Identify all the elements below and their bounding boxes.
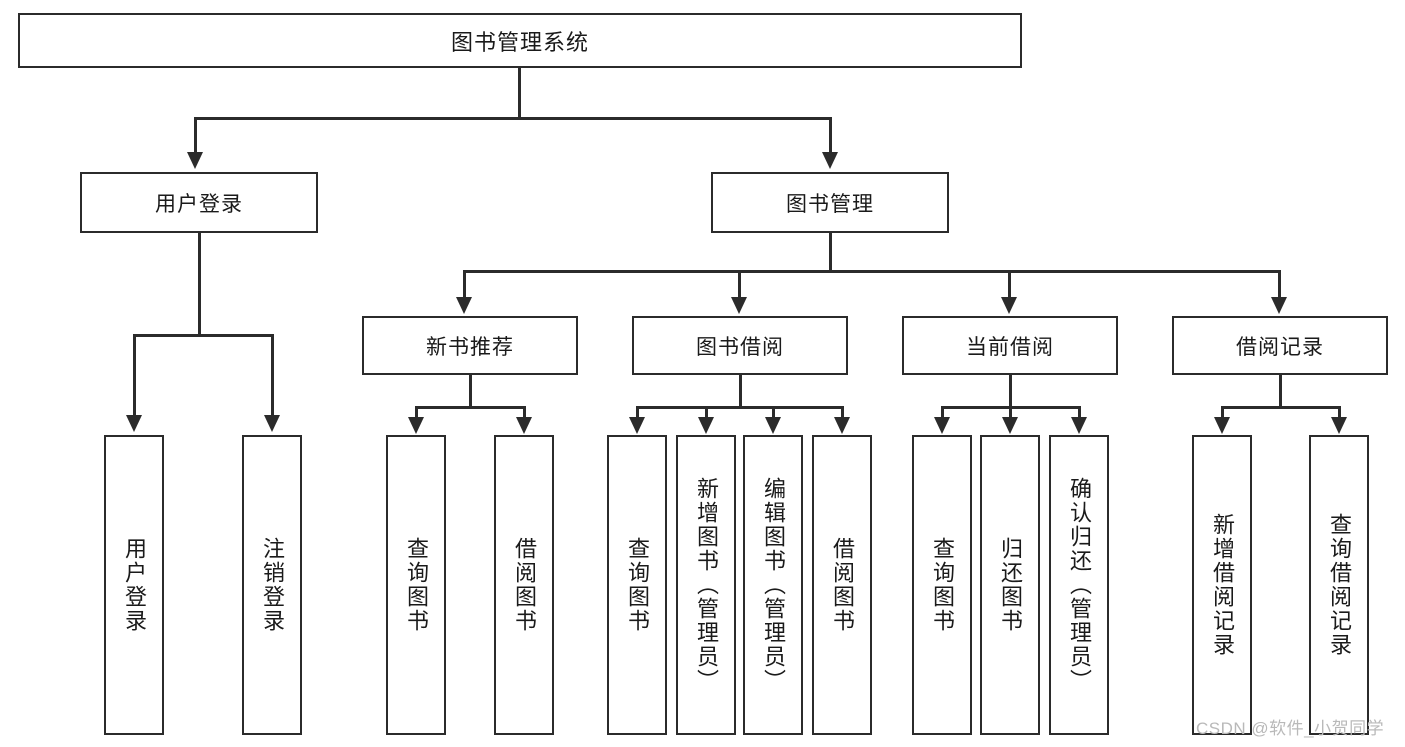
edge-book-borrow-down <box>739 375 742 408</box>
csdn-watermark: CSDN @软件_小贺同学 <box>1196 719 1385 738</box>
node-book-borrow[interactable]: 图书借阅 <box>632 316 848 375</box>
leaf-query-record[interactable]: 查询借阅记录 <box>1309 435 1369 735</box>
leaf-query-book-1[interactable]: 查询图书 <box>386 435 446 735</box>
arrow-new-book-rec-to-leaf-1 <box>408 417 424 434</box>
arrow-book-borrow-to-leaf-1 <box>629 417 645 434</box>
leaf-add-record[interactable]: 新增借阅记录 <box>1192 435 1252 735</box>
edge-root-down <box>518 68 521 118</box>
node-user-login[interactable]: 用户登录 <box>80 172 318 233</box>
edge-new-book-rec-to-leaf-1 <box>415 406 418 418</box>
leaf-borrow-book-1[interactable]: 借阅图书 <box>494 435 554 735</box>
edge-user-login-bar <box>133 334 273 337</box>
arrow-book-manage-to-l3-2 <box>731 297 747 314</box>
edge-book-borrow-to-leaf-4 <box>841 406 844 418</box>
edge-root-to-book-manage <box>829 117 832 154</box>
edge-borrow-record-to-leaf-1 <box>1221 406 1224 418</box>
leaf-confirm-return[interactable]: 确认归还（管理员） <box>1049 435 1109 735</box>
node-borrow-record[interactable]: 借阅记录 <box>1172 316 1388 375</box>
edge-current-borrow-to-leaf-3 <box>1078 406 1081 418</box>
arrow-book-borrow-to-leaf-4 <box>834 417 850 434</box>
leaf-query-book-3[interactable]: 查询图书 <box>912 435 972 735</box>
edge-new-book-rec-bar <box>415 406 525 409</box>
arrow-book-borrow-to-leaf-2 <box>698 417 714 434</box>
arrow-book-manage-to-l3-1 <box>456 297 472 314</box>
edge-current-borrow-down <box>1009 375 1012 408</box>
arrow-borrow-record-to-leaf-2 <box>1331 417 1347 434</box>
edge-new-book-rec-down <box>469 375 472 408</box>
leaf-logout[interactable]: 注销登录 <box>242 435 302 735</box>
edge-book-manage-to-l3-1 <box>463 270 466 298</box>
edge-user-login-down <box>198 233 201 335</box>
edge-current-borrow-to-leaf-2 <box>1009 406 1012 418</box>
arrow-current-borrow-to-leaf-1 <box>934 417 950 434</box>
node-new-book-rec[interactable]: 新书推荐 <box>362 316 578 375</box>
node-root[interactable]: 图书管理系统 <box>18 13 1022 68</box>
arrow-root-to-book-manage <box>822 152 838 169</box>
edge-user-login-to-leaf-1 <box>133 334 136 416</box>
leaf-edit-book[interactable]: 编辑图书（管理员） <box>743 435 803 735</box>
leaf-return-book[interactable]: 归还图书 <box>980 435 1040 735</box>
arrow-current-borrow-to-leaf-3 <box>1071 417 1087 434</box>
edge-borrow-record-down <box>1279 375 1282 408</box>
leaf-user-login[interactable]: 用户登录 <box>104 435 164 735</box>
edge-book-manage-to-l3-4 <box>1278 270 1281 298</box>
arrow-borrow-record-to-leaf-1 <box>1214 417 1230 434</box>
arrow-book-borrow-to-leaf-3 <box>765 417 781 434</box>
edge-book-manage-to-l3-3 <box>1008 270 1011 298</box>
edge-root-to-user-login <box>194 117 197 154</box>
arrow-user-login-to-leaf-1 <box>126 415 142 432</box>
arrow-root-to-user-login <box>187 152 203 169</box>
edge-book-manage-down <box>829 233 832 272</box>
edge-book-manage-bar <box>463 270 1279 273</box>
leaf-query-book-2[interactable]: 查询图书 <box>607 435 667 735</box>
edge-book-borrow-bar <box>636 406 844 409</box>
edge-book-borrow-to-leaf-1 <box>636 406 639 418</box>
edge-book-borrow-to-leaf-3 <box>772 406 775 418</box>
arrow-book-manage-to-l3-3 <box>1001 297 1017 314</box>
node-current-borrow[interactable]: 当前借阅 <box>902 316 1118 375</box>
edge-user-login-to-leaf-2 <box>271 334 274 416</box>
edge-borrow-record-to-leaf-2 <box>1338 406 1341 418</box>
edge-book-borrow-to-leaf-2 <box>705 406 708 418</box>
leaf-borrow-book-2[interactable]: 借阅图书 <box>812 435 872 735</box>
arrow-current-borrow-to-leaf-2 <box>1002 417 1018 434</box>
edge-current-borrow-to-leaf-1 <box>941 406 944 418</box>
edge-book-manage-to-l3-2 <box>738 270 741 298</box>
edge-borrow-record-bar <box>1221 406 1340 409</box>
arrow-book-manage-to-l3-4 <box>1271 297 1287 314</box>
edge-root-bar <box>194 117 831 120</box>
arrow-new-book-rec-to-leaf-2 <box>516 417 532 434</box>
leaf-add-book[interactable]: 新增图书（管理员） <box>676 435 736 735</box>
arrow-user-login-to-leaf-2 <box>264 415 280 432</box>
edge-new-book-rec-to-leaf-2 <box>523 406 526 418</box>
node-book-manage[interactable]: 图书管理 <box>711 172 949 233</box>
